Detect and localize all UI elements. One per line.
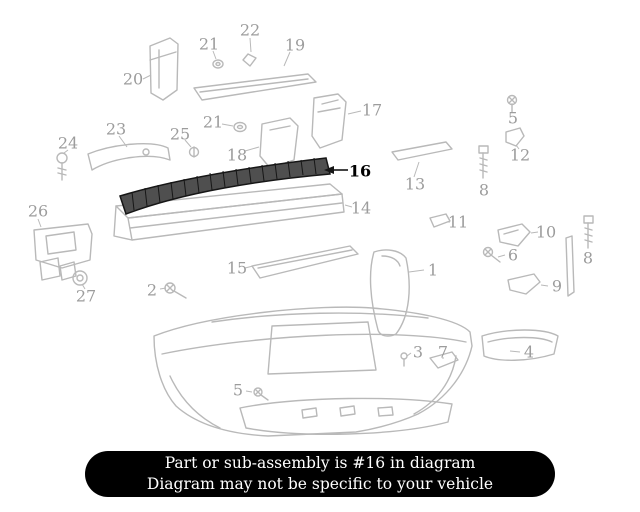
callout-2: 2 [146, 280, 158, 300]
callout-22: 22 [239, 20, 261, 40]
callout-25: 25 [169, 124, 191, 144]
part-22-clip [242, 53, 257, 67]
part-15-strip [251, 245, 359, 279]
part-16-energy-absorber-highlighted [119, 157, 331, 215]
callout-19: 19 [284, 35, 306, 55]
callout-12: 12 [509, 145, 531, 165]
callout-9: 9 [551, 276, 563, 296]
part-7-bracket [429, 351, 459, 369]
part-11-clip [429, 213, 451, 228]
part-14-impact-bar [113, 183, 345, 241]
callout-26: 26 [27, 201, 49, 221]
part-25-nut [188, 146, 200, 158]
part-lower-valance [239, 397, 453, 435]
banner-line-1: Part or sub-assembly is #16 in diagram [164, 454, 476, 472]
part-27-ring [72, 270, 88, 286]
callout-15: 15 [226, 258, 248, 278]
part-5-screw-upper [506, 94, 518, 113]
callout-16-highlighted: 16 [348, 161, 372, 181]
highlight-arrow [324, 166, 348, 174]
callout-23: 23 [105, 119, 127, 139]
callout-11: 11 [447, 212, 469, 232]
callout-8: 8 [478, 180, 490, 200]
callout-27: 27 [75, 286, 97, 306]
callout-18: 18 [226, 145, 248, 165]
part-17-bracket [311, 93, 347, 149]
part-21-nut-mid [233, 121, 247, 133]
callout-5: 5 [232, 380, 244, 400]
callout-8: 8 [582, 248, 594, 268]
part-12-clip [505, 127, 525, 147]
part-5-screw-lower [253, 387, 269, 401]
part-13-strip [391, 141, 453, 161]
callout-13: 13 [404, 174, 426, 194]
callout-20: 20 [122, 69, 144, 89]
info-banner: Part or sub-assembly is #16 in diagram D… [85, 451, 555, 497]
part-18-bracket [259, 117, 299, 169]
callout-4: 4 [523, 342, 535, 362]
part-1-corner-strip [369, 249, 410, 337]
part-9-bracket [507, 273, 541, 295]
callout-1: 1 [427, 260, 439, 280]
callout-7: 7 [437, 342, 449, 362]
callout-21: 21 [202, 112, 224, 132]
callout-3: 3 [412, 342, 424, 362]
part-8-bolt-upper [478, 145, 489, 179]
part-24-bolt [56, 152, 68, 181]
part-21-nut-top [212, 59, 224, 69]
banner-line-2: Diagram may not be specific to your vehi… [146, 475, 494, 493]
part-10-bracket [497, 223, 531, 247]
part-23-bracket [87, 143, 171, 171]
part-4-end-cap [481, 329, 559, 361]
callout-10: 10 [535, 222, 557, 242]
part-26-sensor-bracket [33, 223, 93, 281]
callout-21: 21 [198, 34, 220, 54]
leader-lines [37, 37, 549, 393]
callout-17: 17 [361, 100, 383, 120]
part-bumper-cover [153, 306, 473, 437]
callout-6: 6 [507, 245, 519, 265]
part-8-bolt-right [565, 215, 594, 297]
part-20-bracket [149, 37, 179, 101]
part-6-screw [482, 246, 501, 263]
callout-24: 24 [57, 133, 79, 153]
part-19-step-pad [193, 73, 317, 101]
callout-5: 5 [507, 108, 519, 128]
callout-14: 14 [350, 198, 372, 218]
